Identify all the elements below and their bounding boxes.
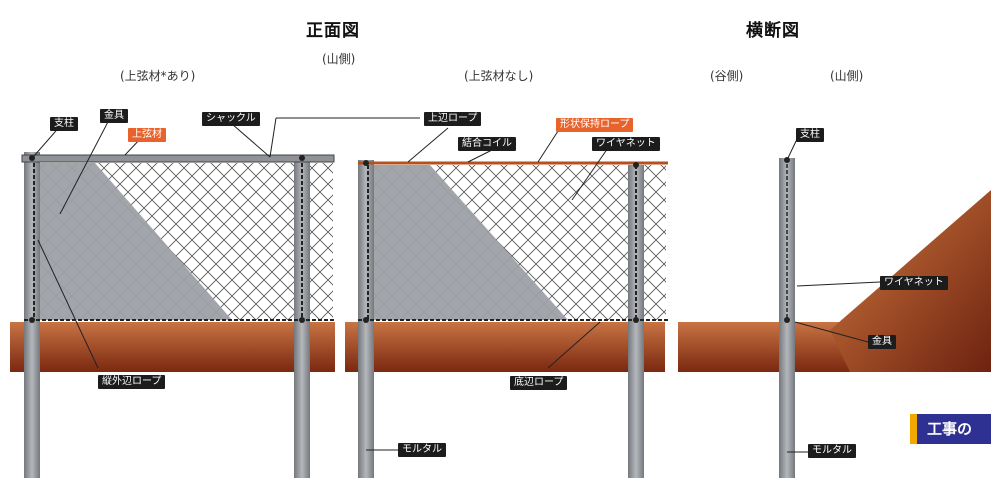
label-mortar-right: モルタル — [808, 444, 856, 458]
label-mortar-center: モルタル — [398, 443, 446, 457]
top-chord-bar — [21, 154, 335, 163]
front-view-title: 正面図 — [306, 21, 360, 41]
label-coil: 結合コイル — [458, 137, 516, 151]
ground-center — [345, 322, 665, 372]
construction-banner: 工事の — [910, 414, 991, 444]
mountain-side-top: (山側) — [322, 52, 356, 66]
ground-left — [10, 322, 335, 372]
front-view-without-top-chord — [345, 160, 668, 478]
mountain-side-caption: (山側) — [830, 69, 864, 83]
post-left-1 — [24, 152, 40, 478]
with-top-chord-caption: (上弦材*あり) — [120, 69, 196, 83]
label-top-chord: 上弦材 — [128, 128, 166, 142]
valley-side-caption: (谷側) — [710, 69, 744, 83]
label-outer-frame-rope: 縦外辺ロープ — [98, 375, 166, 389]
label-bottom-rope: 底辺ロープ — [510, 376, 568, 390]
leader-lines — [33, 117, 881, 453]
label-fittings-right: 金具 — [868, 335, 896, 349]
without-top-chord-caption: (上弦材なし) — [464, 69, 534, 83]
label-wire-net-right: ワイヤネット — [880, 276, 948, 290]
label-top-rope: 上辺ロープ — [424, 112, 482, 126]
label-fittings: 金具 — [100, 109, 128, 123]
label-shape-rope: 形状保持ロープ — [556, 118, 634, 132]
cross-section-title: 横断図 — [746, 21, 800, 41]
label-shackle: シャックル — [202, 112, 260, 126]
front-view-with-top-chord — [10, 152, 335, 478]
label-post: 支柱 — [50, 117, 78, 131]
label-post-right: 支柱 — [796, 128, 824, 142]
shaded-net-center — [368, 165, 568, 320]
label-wire-net: ワイヤネット — [592, 137, 660, 151]
shaded-net-left — [33, 163, 232, 320]
